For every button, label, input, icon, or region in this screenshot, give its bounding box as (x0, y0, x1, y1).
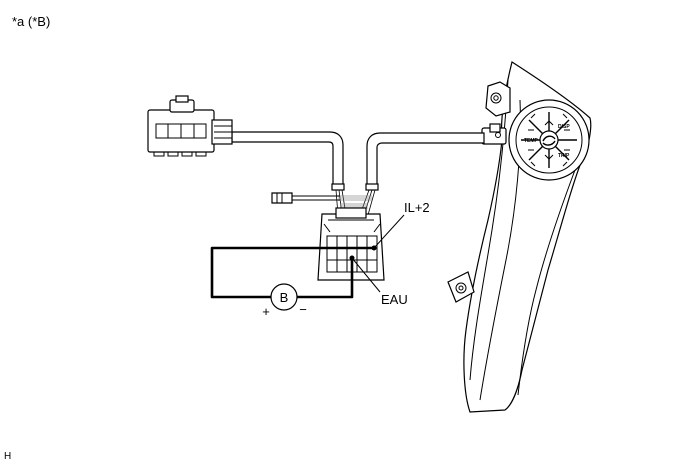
test-circuit: B + − (210, 245, 377, 319)
terminal-callouts: IL+2 EAU (351, 200, 430, 307)
figure-code: H (4, 451, 11, 462)
steering-switch-buttons[interactable]: TEMP DISP TRIP (521, 112, 577, 168)
trip-switch-label: TRIP (558, 153, 570, 159)
battery-symbol (270, 283, 298, 311)
lower-mount-bracket (447, 271, 475, 303)
lower-mount-hole (455, 282, 467, 294)
battery-plus-sign: + (262, 304, 270, 319)
disp-switch-label: DISP (558, 124, 570, 130)
harness-left-cable (231, 131, 344, 187)
battery-minus-sign: − (299, 302, 307, 317)
steering-pad-assembly: TEMP DISP TRIP (447, 61, 592, 413)
wire-harness (231, 131, 485, 216)
up-arrow-icon (544, 120, 554, 126)
down-arrow-icon (544, 154, 554, 160)
negative-test-lead (297, 258, 354, 299)
temp-switch-label: TEMP (524, 138, 539, 144)
harness-right-cable (366, 132, 485, 187)
battery-label: B (280, 290, 289, 305)
positive-test-lead (210, 246, 374, 299)
center-switch-button[interactable] (539, 130, 559, 150)
diagram-caption: *a (*B) (12, 14, 50, 29)
terminal-label-eau: EAU (381, 292, 408, 307)
upper-mount-hole (490, 92, 502, 104)
terminal-label-il2: IL+2 (404, 200, 430, 215)
harness-side-connector (147, 95, 233, 157)
